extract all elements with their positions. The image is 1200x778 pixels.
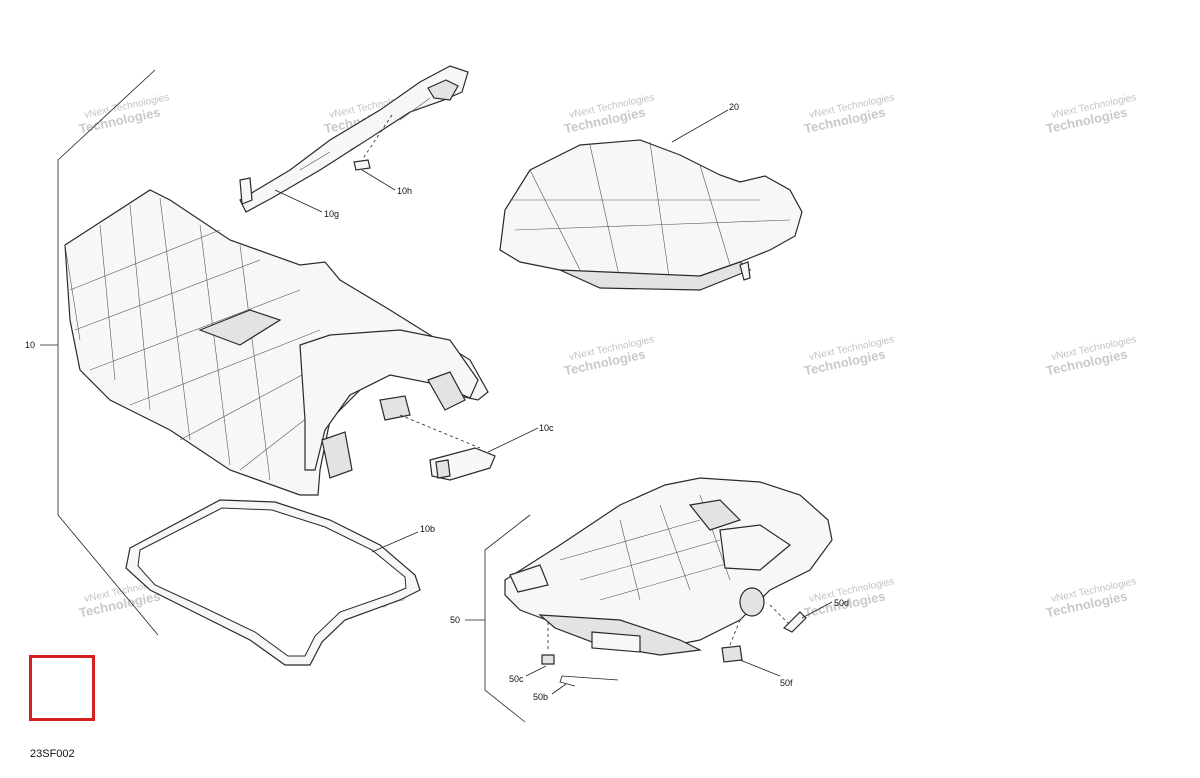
bracket-10: 10 xyxy=(25,69,159,636)
part-seat-base-50 xyxy=(504,477,833,656)
part-pin-50b: 50b xyxy=(533,675,619,702)
callout-10h: 10h xyxy=(397,186,412,196)
part-50d: 50d xyxy=(769,598,849,633)
part-seat xyxy=(64,189,489,496)
callout-20: 20 xyxy=(729,102,739,112)
part-latch-10c: 10c xyxy=(399,414,554,481)
bracket-50: 50 xyxy=(450,514,531,723)
diagram-code: 23SF002 xyxy=(30,748,75,760)
part-gasket-10b: 10b xyxy=(125,499,435,666)
part-grab-handle: 10g xyxy=(239,65,469,219)
part-50f: 50f xyxy=(721,619,793,688)
part-screw-10h: 10h xyxy=(353,114,412,196)
part-seat-cover-20: 20 xyxy=(499,102,803,291)
callout-50c: 50c xyxy=(509,674,524,684)
part-50c: 50c xyxy=(509,622,555,684)
callout-50b: 50b xyxy=(533,692,548,702)
callout-50f: 50f xyxy=(780,678,793,688)
callout-50: 50 xyxy=(450,615,460,625)
callout-50d: 50d xyxy=(834,598,849,608)
callout-10: 10 xyxy=(25,340,35,350)
callout-10b: 10b xyxy=(420,524,435,534)
callout-10g: 10g xyxy=(324,209,339,219)
callout-10c: 10c xyxy=(539,423,554,433)
red-frame-box xyxy=(29,655,95,721)
